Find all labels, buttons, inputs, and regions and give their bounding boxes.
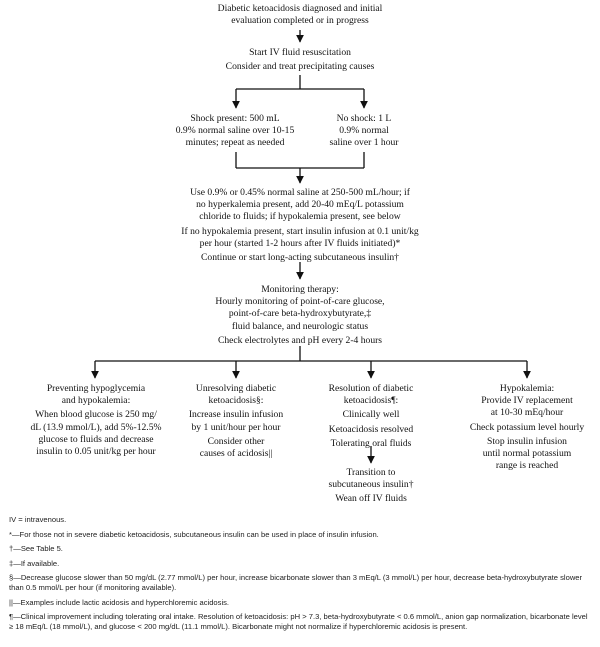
footnote-iv: IV = intravenous. [9, 515, 67, 524]
long-acting-line: Continue or start long-acting subcutaneo… [201, 252, 399, 264]
hypokalemia-body3-2: until normal potassium [482, 448, 572, 460]
saline-line-3: chloride to fluids; if hypokalemia prese… [199, 211, 401, 223]
hypokalemia-body1-1: Provide IV replacement [481, 395, 573, 407]
wean-line: Wean off IV fluids [335, 493, 407, 505]
hypokalemia-body3-3: range is reached [495, 460, 559, 472]
unresolving-body2-1: Consider other [207, 435, 265, 447]
start-line-2: evaluation completed or in progress [231, 15, 369, 27]
hypoglycemia-title-1: Preventing hypoglycemia [46, 383, 146, 394]
resolution-item-1: Clinically well [342, 409, 400, 421]
footnotes: IV = intravenous. *—For those not in sev… [9, 515, 593, 636]
electrolytes-line: Check electrolytes and pH every 2-4 hour… [217, 334, 383, 346]
hypoglycemia-body-3: glucose to fluids and decrease [38, 433, 154, 445]
resolution-title-2: ketoacidosis¶: [343, 395, 399, 407]
footnote-pipes: ||—Examples include lactic acidosis and … [9, 597, 230, 607]
shock-line-3: minutes; repeat as needed [185, 137, 285, 149]
shock-present-node: Shock present: 500 mL 0.9% normal saline… [160, 113, 310, 150]
hypokalemia-title: Hypokalemia: [499, 383, 555, 394]
hypoglycemia-title-2: and hypokalemia: [61, 395, 131, 407]
hypokalemia-body2: Check potassium level hourly [469, 421, 585, 433]
no-shock-line-3: saline over 1 hour [329, 137, 399, 149]
hypokalemia-body3-1: Stop insulin infusion [487, 435, 567, 447]
hypokalemia-body1-2: at 10-30 mEq/hour [490, 407, 564, 419]
saline-line-1: Use 0.9% or 0.45% normal saline at 250-5… [190, 187, 410, 198]
shock-line-2: 0.9% normal saline over 10-15 [175, 125, 295, 137]
flowchart-connectors [91, 30, 531, 464]
footnote-double-dagger: ‡—If available. [9, 558, 60, 568]
start-node: Diabetic ketoacidosis diagnosed and init… [150, 3, 450, 27]
transition-node: Transition to subcutaneous insulin† Wean… [311, 467, 431, 506]
fluid-line-1: Start IV fluid resuscitation [249, 47, 351, 58]
monitoring-node: Monitoring therapy: Hourly monitoring of… [160, 284, 440, 347]
monitoring-line-2: Hourly monitoring of point-of-care gluco… [215, 296, 385, 308]
hypoglycemia-body-2: dL (13.9 mmol/L), add 5%-12.5% [30, 421, 162, 433]
hypoglycemia-body-1: When blood glucose is 250 mg/ [35, 409, 157, 421]
footnote-pilcrow: ¶—Clinical improvement including tolerat… [9, 612, 588, 631]
saline-insulin-node: Use 0.9% or 0.45% normal saline at 250-5… [140, 187, 460, 264]
resolution-item-3: Tolerating oral fluids [330, 437, 412, 449]
unresolving-body1-1: Increase insulin infusion [188, 409, 284, 421]
resolution-branch: Resolution of diabetic ketoacidosis¶: Cl… [311, 383, 431, 450]
fluid-resuscitation-node: Start IV fluid resuscitation Consider an… [150, 47, 450, 73]
no-shock-line-2: 0.9% normal [339, 125, 389, 137]
insulin-line-1: If no hypokalemia present, start insulin… [181, 225, 419, 237]
saline-line-2: no hyperkalemia present, add 20-40 mEq/L… [196, 199, 404, 211]
footnote-star: *—For those not in severe diabetic ketoa… [9, 529, 379, 539]
transition-line-2: subcutaneous insulin† [328, 479, 414, 491]
unresolving-body2-2: causes of acidosis|| [199, 448, 273, 460]
monitoring-line-3: point-of-care beta-hydroxybutyrate,‡ [228, 308, 372, 320]
no-shock-line-1: No shock: 1 L [336, 113, 392, 124]
hypoglycemia-branch: Preventing hypoglycemia and hypokalemia:… [28, 383, 164, 458]
hypoglycemia-body-4: insulin to 0.05 unit/kg per hour [36, 446, 156, 458]
start-line-1: Diabetic ketoacidosis diagnosed and init… [217, 3, 383, 14]
fluid-line-2: Consider and treat precipitating causes [225, 61, 375, 73]
transition-line-1: Transition to [346, 467, 396, 478]
monitoring-line-1: Monitoring therapy: [261, 284, 339, 295]
shock-line-1: Shock present: 500 mL [190, 113, 280, 124]
hypokalemia-branch: Hypokalemia: Provide IV replacement at 1… [457, 383, 597, 472]
footnote-section: §—Decrease glucose slower than 50 mg/dL … [9, 573, 583, 592]
footnote-dagger: †—See Table 5. [9, 544, 63, 554]
no-shock-node: No shock: 1 L 0.9% normal saline over 1 … [314, 113, 414, 150]
resolution-item-2: Ketoacidosis resolved [328, 423, 414, 435]
unresolving-title-2: ketoacidosis§: [208, 395, 264, 407]
insulin-line-2: per hour (started 1-2 hours after IV flu… [199, 237, 401, 249]
unresolving-title-1: Unresolving diabetic [195, 383, 277, 394]
resolution-title-1: Resolution of diabetic [328, 383, 414, 394]
monitoring-line-4: fluid balance, and neurologic status [231, 320, 369, 332]
unresolving-body1-2: by 1 unit/hour per hour [191, 421, 281, 433]
unresolving-branch: Unresolving diabetic ketoacidosis§: Incr… [176, 383, 296, 460]
